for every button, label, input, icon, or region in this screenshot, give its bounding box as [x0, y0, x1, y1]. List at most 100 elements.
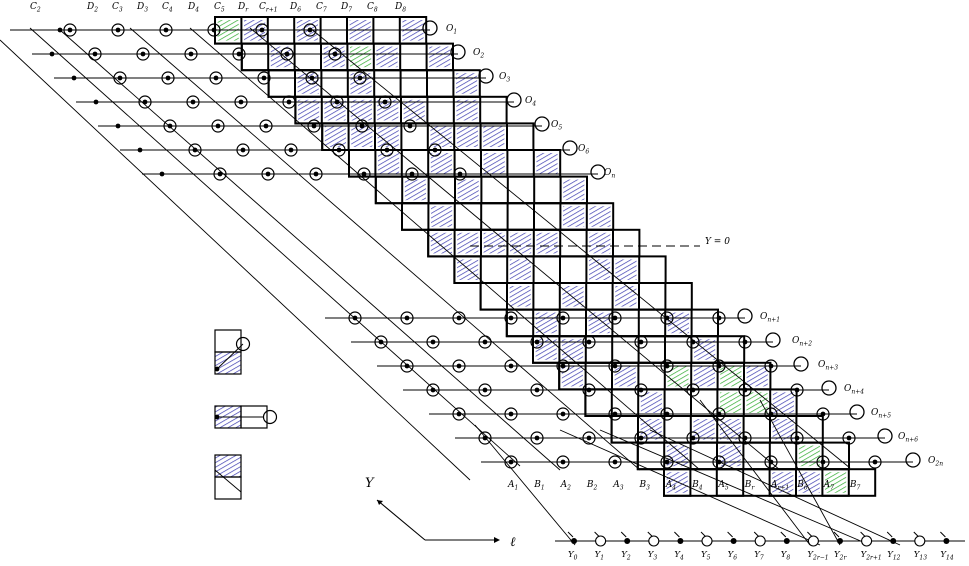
ring-marker — [452, 311, 466, 325]
hatch-blue-cell — [457, 232, 479, 254]
row-end-circle — [478, 68, 494, 84]
dot-marker — [352, 315, 358, 321]
dot-marker — [560, 363, 566, 369]
dot-marker — [336, 147, 342, 153]
ring-marker — [403, 119, 417, 133]
grid-cell — [796, 415, 824, 443]
top-label: D7 — [340, 2, 352, 14]
hatch-green-cell — [825, 472, 847, 493]
ring-marker — [186, 95, 200, 109]
top-label: D3 — [136, 2, 148, 14]
y-label: Y7 — [754, 550, 764, 562]
grid-cell — [532, 282, 561, 311]
ring-marker — [478, 383, 492, 397]
grid-cell — [400, 69, 428, 98]
dot-marker — [92, 51, 98, 57]
row-end-circle — [506, 92, 522, 108]
dot-marker — [794, 435, 800, 441]
hatch-blue-cell — [456, 126, 478, 147]
row-end-circle — [450, 44, 466, 60]
top-label: Dr — [237, 2, 249, 14]
hatched-cells-layer — [214, 20, 847, 493]
ring-marker — [452, 407, 466, 421]
ring-marker — [328, 47, 342, 61]
ring-marker — [556, 455, 570, 469]
ring-marker — [504, 407, 518, 421]
grid-cell — [480, 175, 509, 205]
dot-marker — [612, 459, 618, 465]
row-end-circle — [905, 452, 921, 468]
ring-marker — [161, 71, 175, 85]
ring-marker — [712, 359, 726, 373]
dot-marker — [313, 171, 319, 177]
hatch-blue-cell — [693, 365, 715, 387]
dot-marker — [382, 99, 388, 105]
node-markers-layer — [49, 20, 950, 547]
dot-marker — [407, 123, 413, 129]
ring-marker — [111, 23, 125, 37]
ring-marker — [355, 119, 369, 133]
ring-marker — [738, 383, 752, 397]
hatch-blue-cell — [378, 153, 400, 174]
row-label: On+1 — [760, 312, 780, 324]
row-end-circle — [765, 332, 781, 348]
ring-marker — [400, 311, 414, 325]
ring-marker — [332, 143, 346, 157]
ring-marker — [453, 167, 467, 181]
row-label: O3 — [499, 72, 510, 84]
hatch-blue-cell — [563, 179, 585, 201]
diagonal-line — [559, 429, 821, 546]
ring-marker — [184, 47, 198, 61]
ring-marker — [556, 311, 570, 325]
diagonal-line — [309, 27, 851, 469]
hatch-blue-cell — [509, 286, 531, 307]
dot-marker — [664, 459, 670, 465]
dot-marker — [404, 315, 410, 321]
dot-marker — [664, 411, 670, 417]
grid-cell — [507, 176, 535, 204]
bottom-label: A4 — [665, 480, 677, 492]
hatch-blue-cell — [483, 126, 505, 147]
dot-marker — [508, 363, 514, 369]
row-label: O2 — [473, 48, 484, 60]
dot-marker — [334, 99, 340, 105]
ring-marker — [88, 47, 102, 61]
row-label: O5 — [551, 120, 562, 132]
dot-marker — [211, 27, 217, 33]
row-end-circle — [849, 404, 865, 420]
dot-marker — [638, 435, 644, 441]
y-ring-marker — [914, 535, 926, 547]
hatch-blue-cell — [640, 392, 662, 413]
legend-cell-hatched — [214, 351, 242, 375]
zero-line-label: Y = 0 — [705, 237, 730, 247]
hatch-blue-cell — [457, 179, 479, 201]
hatch-green-cell — [798, 445, 820, 467]
y-dot-marker — [730, 538, 737, 544]
y-label: Y6 — [728, 550, 738, 562]
hatch-green-cell — [720, 392, 742, 413]
hatch-blue-cell — [535, 339, 557, 360]
ring-marker — [353, 71, 367, 85]
grid-cell — [401, 123, 429, 151]
dot-marker — [820, 459, 826, 465]
ring-marker — [608, 359, 622, 373]
legend-ring — [262, 409, 278, 425]
dot-marker — [768, 411, 774, 417]
dot-marker — [163, 27, 169, 33]
bottom-label: B7 — [849, 480, 861, 492]
ring-marker — [426, 383, 440, 397]
bottom-label: Ar+1 — [770, 480, 789, 492]
dot-marker — [612, 315, 618, 321]
row-label: O6 — [578, 144, 589, 156]
diagonal-line — [129, 27, 641, 471]
dot-marker — [690, 339, 696, 345]
y-tick-arrow — [886, 531, 893, 538]
ring-marker — [816, 407, 830, 421]
grid-cell — [480, 256, 508, 284]
hatch-blue-cell — [376, 46, 398, 68]
ring-marker — [232, 47, 246, 61]
ring-marker — [660, 359, 674, 373]
y-label: Y0 — [568, 550, 578, 562]
grid-cell — [479, 96, 507, 124]
hatch-blue-cell — [772, 472, 794, 493]
